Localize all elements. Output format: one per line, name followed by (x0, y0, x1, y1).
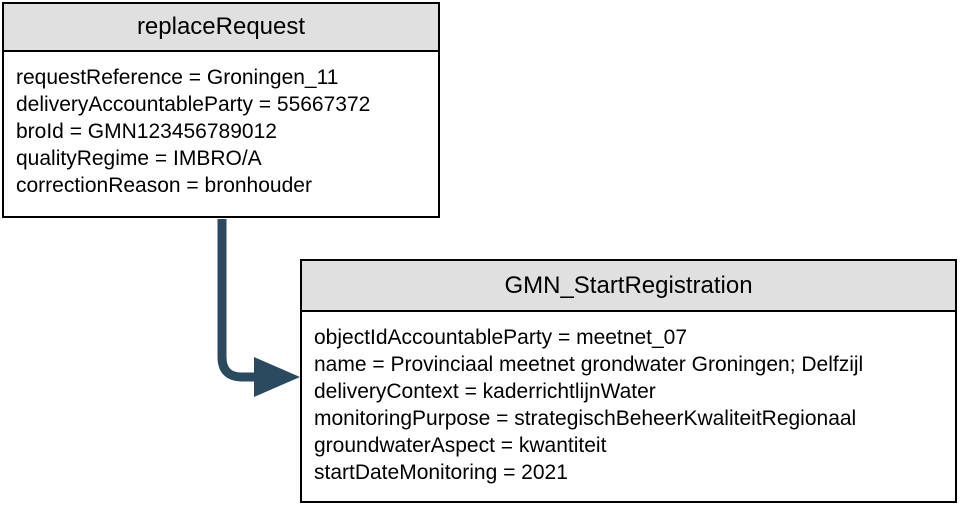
attribute-line: groundwaterAspect = kwantiteit (314, 434, 607, 457)
node-gmn-start-registration: GMN_StartRegistration objectIdAccountabl… (300, 259, 957, 503)
node-replace-request-title: replaceRequest (4, 4, 438, 52)
node-replace-request-body: requestReference = Groningen_11 delivery… (4, 52, 438, 199)
attribute-line: deliveryAccountableParty = 55667372 (16, 93, 371, 116)
node-gmn-start-registration-body: objectIdAccountableParty = meetnet_07 na… (302, 312, 955, 486)
attribute-line: startDateMonitoring = 2021 (314, 461, 568, 484)
attribute-line: correctionReason = bronhouder (16, 174, 312, 197)
attribute-line: requestReference = Groningen_11 (16, 66, 339, 89)
flow-arrow-head (254, 357, 300, 397)
flow-arrow (217, 219, 300, 397)
attribute-line: monitoringPurpose = strategischBeheerKwa… (314, 407, 857, 430)
attribute-line: objectIdAccountableParty = meetnet_07 (314, 326, 687, 349)
attribute-line: deliveryContext = kaderrichtlijnWater (314, 380, 656, 403)
flow-arrow-stem (217, 219, 256, 382)
attribute-line: name = Provinciaal meetnet grondwater Gr… (314, 353, 864, 376)
attribute-line: qualityRegime = IMBRO/A (16, 147, 262, 170)
node-gmn-start-registration-title: GMN_StartRegistration (302, 261, 955, 312)
node-replace-request: replaceRequest requestReference = Gronin… (2, 2, 440, 218)
attribute-line: broId = GMN123456789012 (16, 120, 277, 143)
